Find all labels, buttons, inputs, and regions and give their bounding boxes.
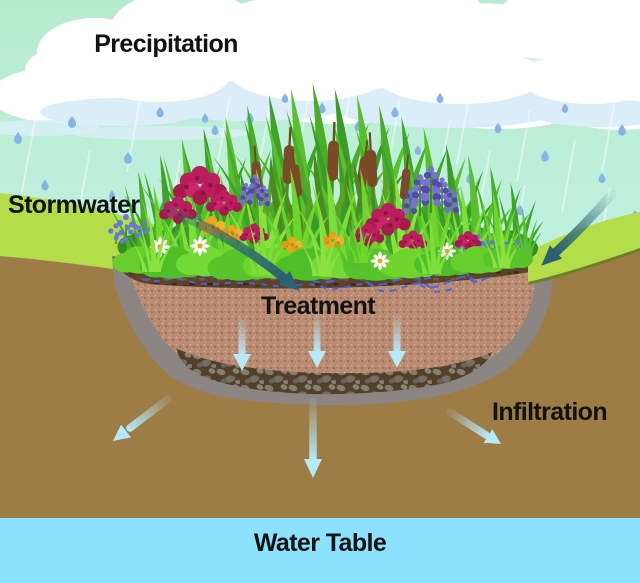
- right-hill-grass: [528, 212, 640, 282]
- stormwater-label: Stormwater: [8, 191, 140, 219]
- stormwater-arrow-left: [145, 198, 300, 291]
- right-hill: [527, 212, 640, 285]
- treatment-arrow-icon: [233, 354, 251, 371]
- infiltration-arrow-icon: [304, 459, 322, 478]
- stormwater-arrow-icon: [278, 271, 300, 291]
- infiltration-arrow-icon: [113, 424, 131, 441]
- treatment-arrow-icon: [308, 351, 326, 368]
- infiltration-arrow-icon: [483, 429, 501, 444]
- treatment-label: Treatment: [260, 292, 376, 320]
- stormwater-arrow-icon: [541, 245, 563, 266]
- clouds: [0, 0, 640, 140]
- infiltration-arrows: [113, 395, 501, 478]
- precipitation-label: Precipitation: [94, 30, 238, 58]
- gravel-layer: [176, 348, 492, 395]
- treatment-arrow-icon: [388, 351, 406, 368]
- water-table-band: [0, 518, 640, 583]
- treatment-arrows: [233, 313, 406, 371]
- stormwater-arrow-right: [541, 189, 617, 266]
- water-table-label: Water Table: [253, 529, 387, 557]
- infiltration-label: Infiltration: [492, 398, 608, 426]
